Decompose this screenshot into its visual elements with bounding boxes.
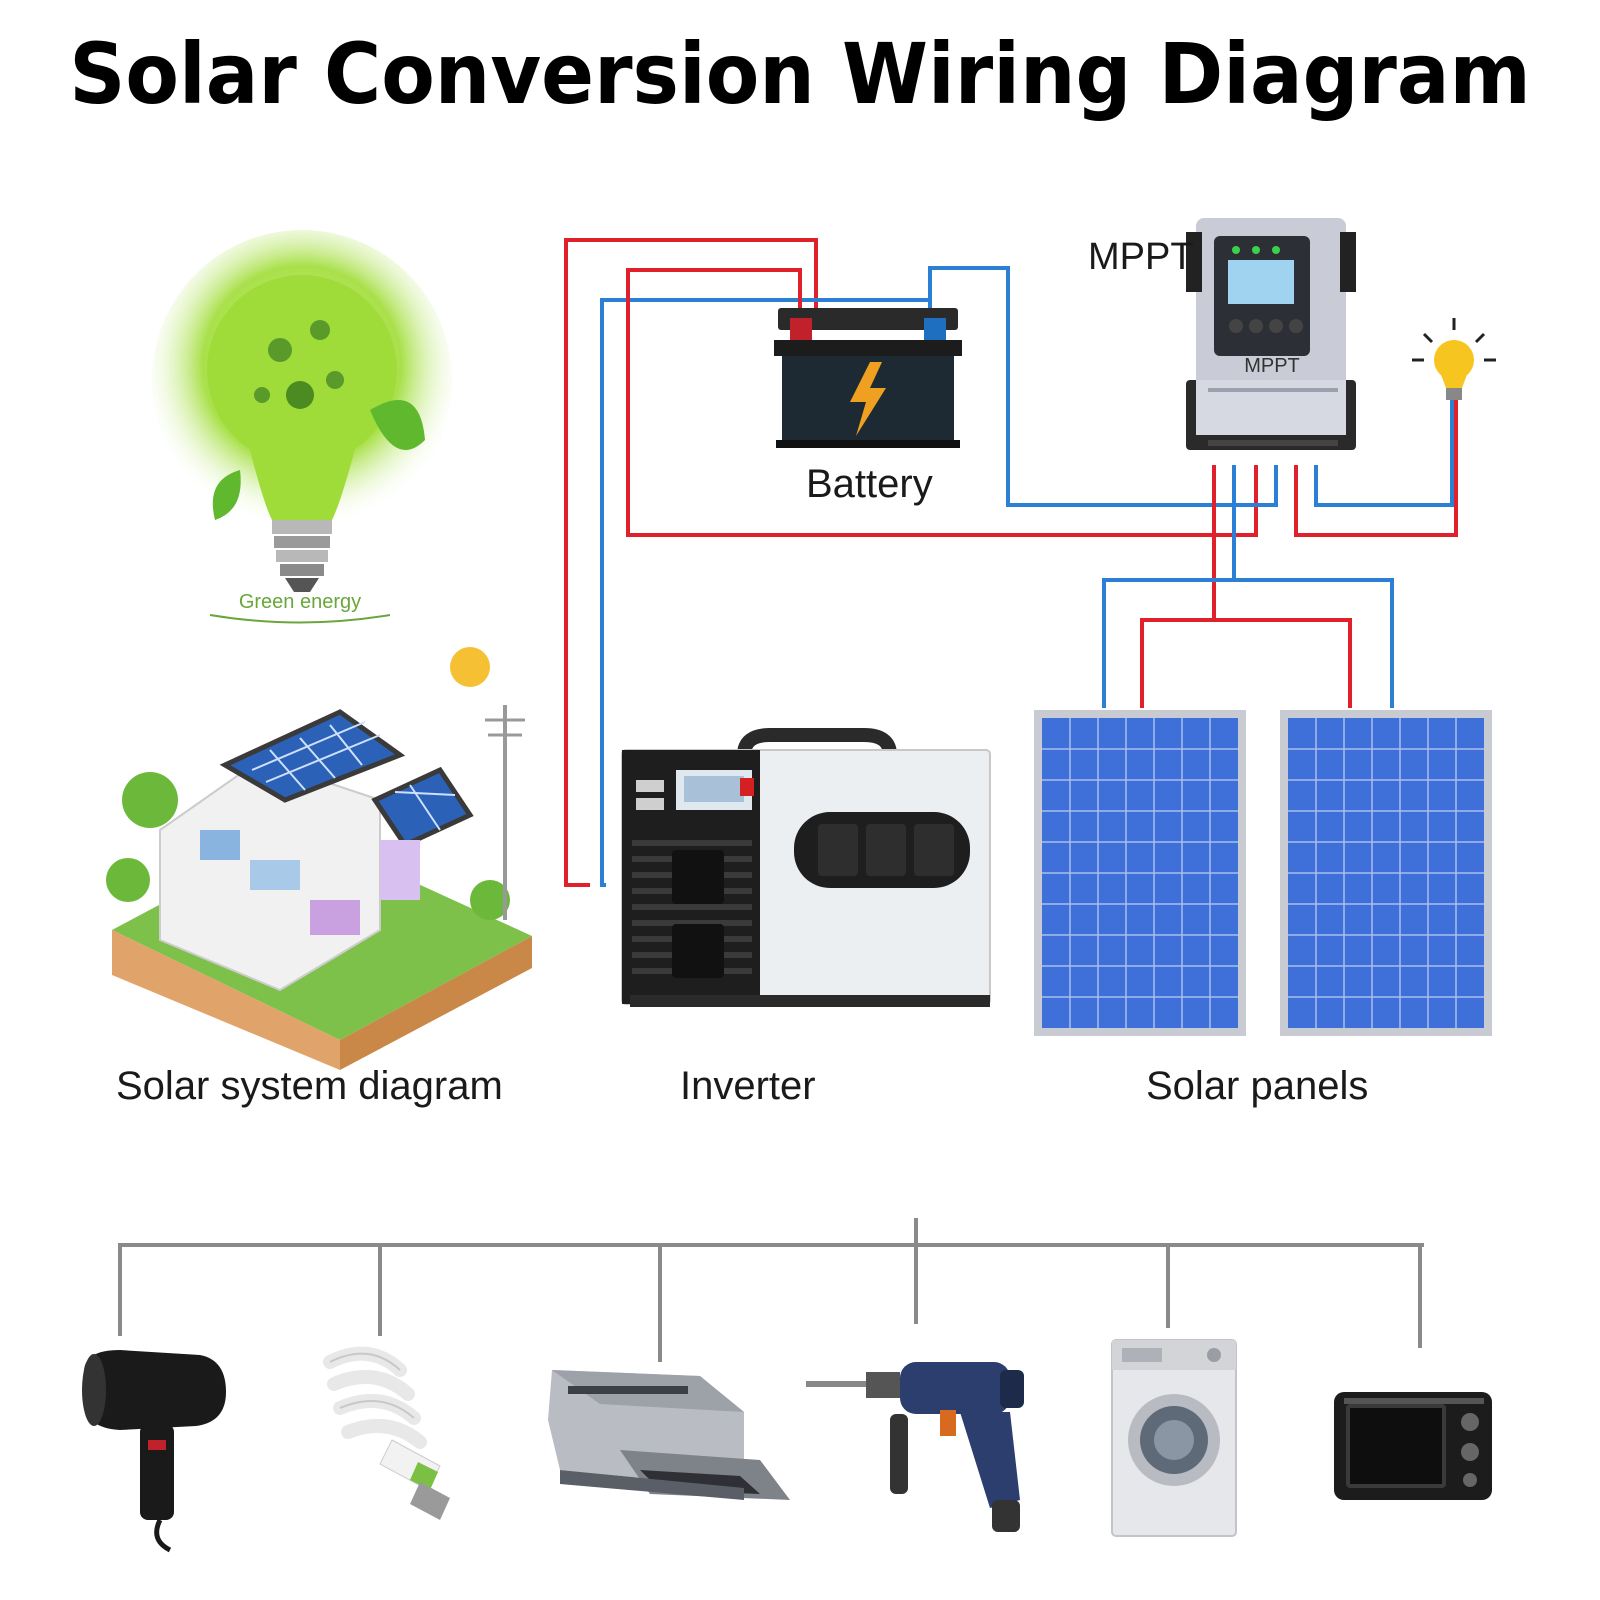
- wire-battery-mppt-positive: [626, 268, 1258, 537]
- light-bulb-icon: [1412, 318, 1496, 400]
- solar-panels-label: Solar panels: [1146, 1064, 1369, 1108]
- green-energy-text: Green energy: [239, 591, 361, 613]
- wire-mppt-panels-negative-2: [1234, 578, 1394, 708]
- solar-house-icon: [106, 647, 532, 1070]
- wire-mppt-load-positive: [1294, 400, 1458, 537]
- solar-system-label: Solar system diagram: [116, 1064, 503, 1108]
- solar-panel-icon-2: [1280, 710, 1492, 1036]
- inverter-icon: [621, 728, 991, 1007]
- wire-mppt-panels-negative: [1102, 465, 1236, 708]
- mppt-label: MPPT: [1088, 236, 1194, 278]
- battery-icon: [774, 308, 962, 448]
- power-drill-icon: [806, 1362, 1024, 1532]
- cfl-bulb-icon: [323, 1346, 450, 1520]
- inverter-label: Inverter: [680, 1064, 816, 1108]
- wire-mppt-load-negative: [1314, 400, 1454, 507]
- washing-machine-icon: [1111, 1339, 1237, 1537]
- wiring: [564, 238, 1458, 887]
- mppt-device-text: MPPT: [1244, 355, 1300, 377]
- hair-dryer-icon: [82, 1350, 226, 1553]
- wire-battery-mppt-negative: [928, 266, 1278, 507]
- page-title: Solar Conversion Wiring Diagram: [69, 26, 1531, 124]
- wire-inverter-battery-positive: [564, 238, 818, 887]
- load-bus: [118, 1218, 1424, 1362]
- green-energy-bulb-icon: Green energy: [152, 230, 452, 624]
- solar-panel-icon: [1034, 710, 1246, 1036]
- microwave-oven-icon: [1334, 1392, 1492, 1500]
- printer-icon: [548, 1370, 790, 1500]
- wire-mppt-panels-positive: [1140, 465, 1216, 708]
- wire-mppt-panels-positive-2: [1214, 618, 1352, 708]
- battery-label: Battery: [806, 462, 933, 506]
- mppt-controller-icon: MPPT: [1186, 218, 1356, 450]
